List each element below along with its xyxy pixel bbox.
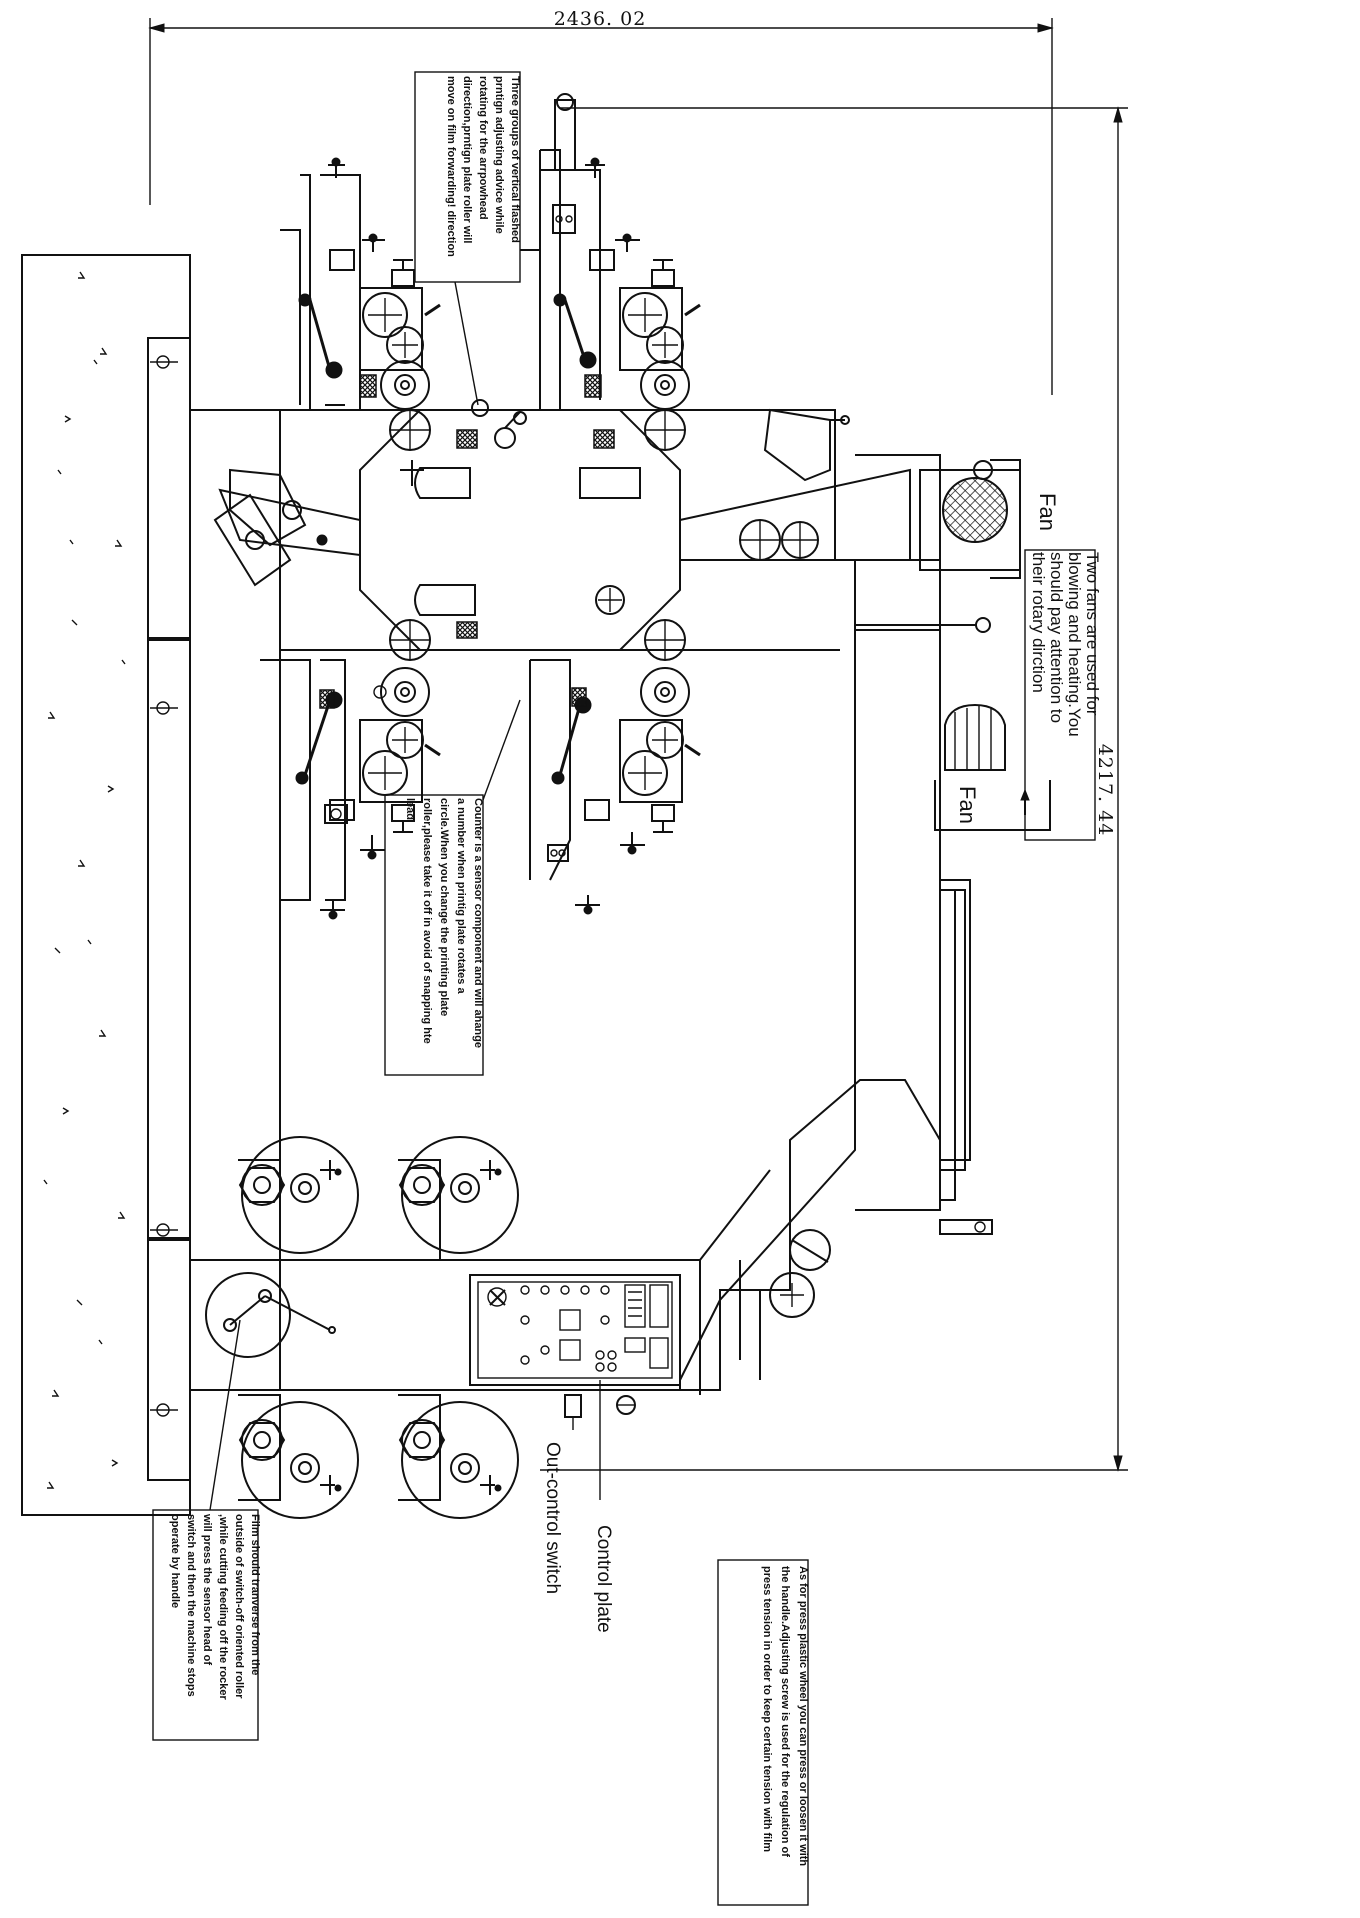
fan-unit-top <box>763 408 1021 633</box>
fan-note-line: blowing and heating.You <box>1065 552 1084 737</box>
press-wheel-note: As for press plastic wheel you can press… <box>761 1566 809 1866</box>
counter-note-line: Counter is a sensor component and will a… <box>472 798 484 1048</box>
press-wheel-note-box <box>717 1559 809 1906</box>
film-note-box <box>152 1509 259 1741</box>
dimension-lines <box>148 18 1128 1472</box>
width-dimension: 2436. 02 <box>554 8 647 30</box>
register-note-line: direction,prntign plate roller will <box>461 76 473 243</box>
counter-note-line: a number when printig plate rotates a <box>455 798 467 994</box>
film-note: Film should tranverse from the outside o… <box>169 1513 261 1701</box>
press-wheel-note-line: As for press plastic wheel you can press… <box>797 1566 809 1866</box>
register-note-line: rotating for the arrpowhead <box>477 76 489 220</box>
fan-note-line: should pay attention to <box>1047 552 1066 723</box>
fan-note-line: their rotary dirction <box>1029 552 1048 693</box>
fan-note-line: Two fans are used for <box>1083 552 1102 716</box>
control-plate-label: Control plate <box>593 1525 614 1633</box>
counter-note-line: circle.When you change the printing plat… <box>438 798 450 1016</box>
film-note-line: switch and then the machine stops <box>185 1514 197 1697</box>
control-plate <box>469 1274 681 1418</box>
register-note-box <box>414 71 521 283</box>
register-note-line: prntign adjusting advice while <box>493 76 505 234</box>
fan-note: Two fans are used for blowing and heatin… <box>1029 552 1102 737</box>
film-leader-line <box>209 1319 241 1511</box>
register-note: Three groups of vertical flashed prntign… <box>445 76 521 257</box>
register-note-line: Three groups of vertical flashed <box>509 76 521 243</box>
central-impression-drum <box>218 399 911 651</box>
register-leader-line <box>454 281 479 406</box>
main-frame <box>189 409 993 1395</box>
film-note-line: outside of switch-off oriented roller <box>233 1514 245 1699</box>
film-note-line: ,while cutting feeding off the rocker <box>217 1514 229 1701</box>
fan-note-box <box>1024 549 1096 841</box>
film-note-line: will press the sensor head of <box>201 1513 213 1665</box>
fan-label-bottom: Fan <box>955 786 980 824</box>
register-note-line: move on film forwarding! direction <box>445 76 457 257</box>
press-wheel-note-line: press tension in order to keep certain t… <box>761 1566 773 1852</box>
film-note-line: Film should tranverse from the <box>249 1514 261 1675</box>
out-control-switch-label: Out-control switch <box>542 1442 563 1594</box>
fan-unit-bottom <box>934 703 1051 831</box>
press-wheel-note-line: the handle.Adjusting screw is used for t… <box>779 1566 791 1857</box>
counter-note: Counter is a sensor component and will a… <box>404 798 484 1048</box>
base-platform <box>21 254 191 1516</box>
fan-label-top: Fan <box>1035 493 1060 531</box>
counter-note-line: lead <box>404 798 416 820</box>
film-note-line: operate by handle <box>169 1514 181 1608</box>
left-guide-rollers <box>213 468 328 587</box>
counter-note-box <box>384 794 484 1076</box>
unwind-rewind-assemblies <box>205 1136 831 1519</box>
height-dimension: 4217. 44 <box>1094 744 1116 837</box>
counter-leader-line <box>482 699 521 801</box>
counter-note-line: roller,please take it off in avoid of sn… <box>421 798 433 1044</box>
